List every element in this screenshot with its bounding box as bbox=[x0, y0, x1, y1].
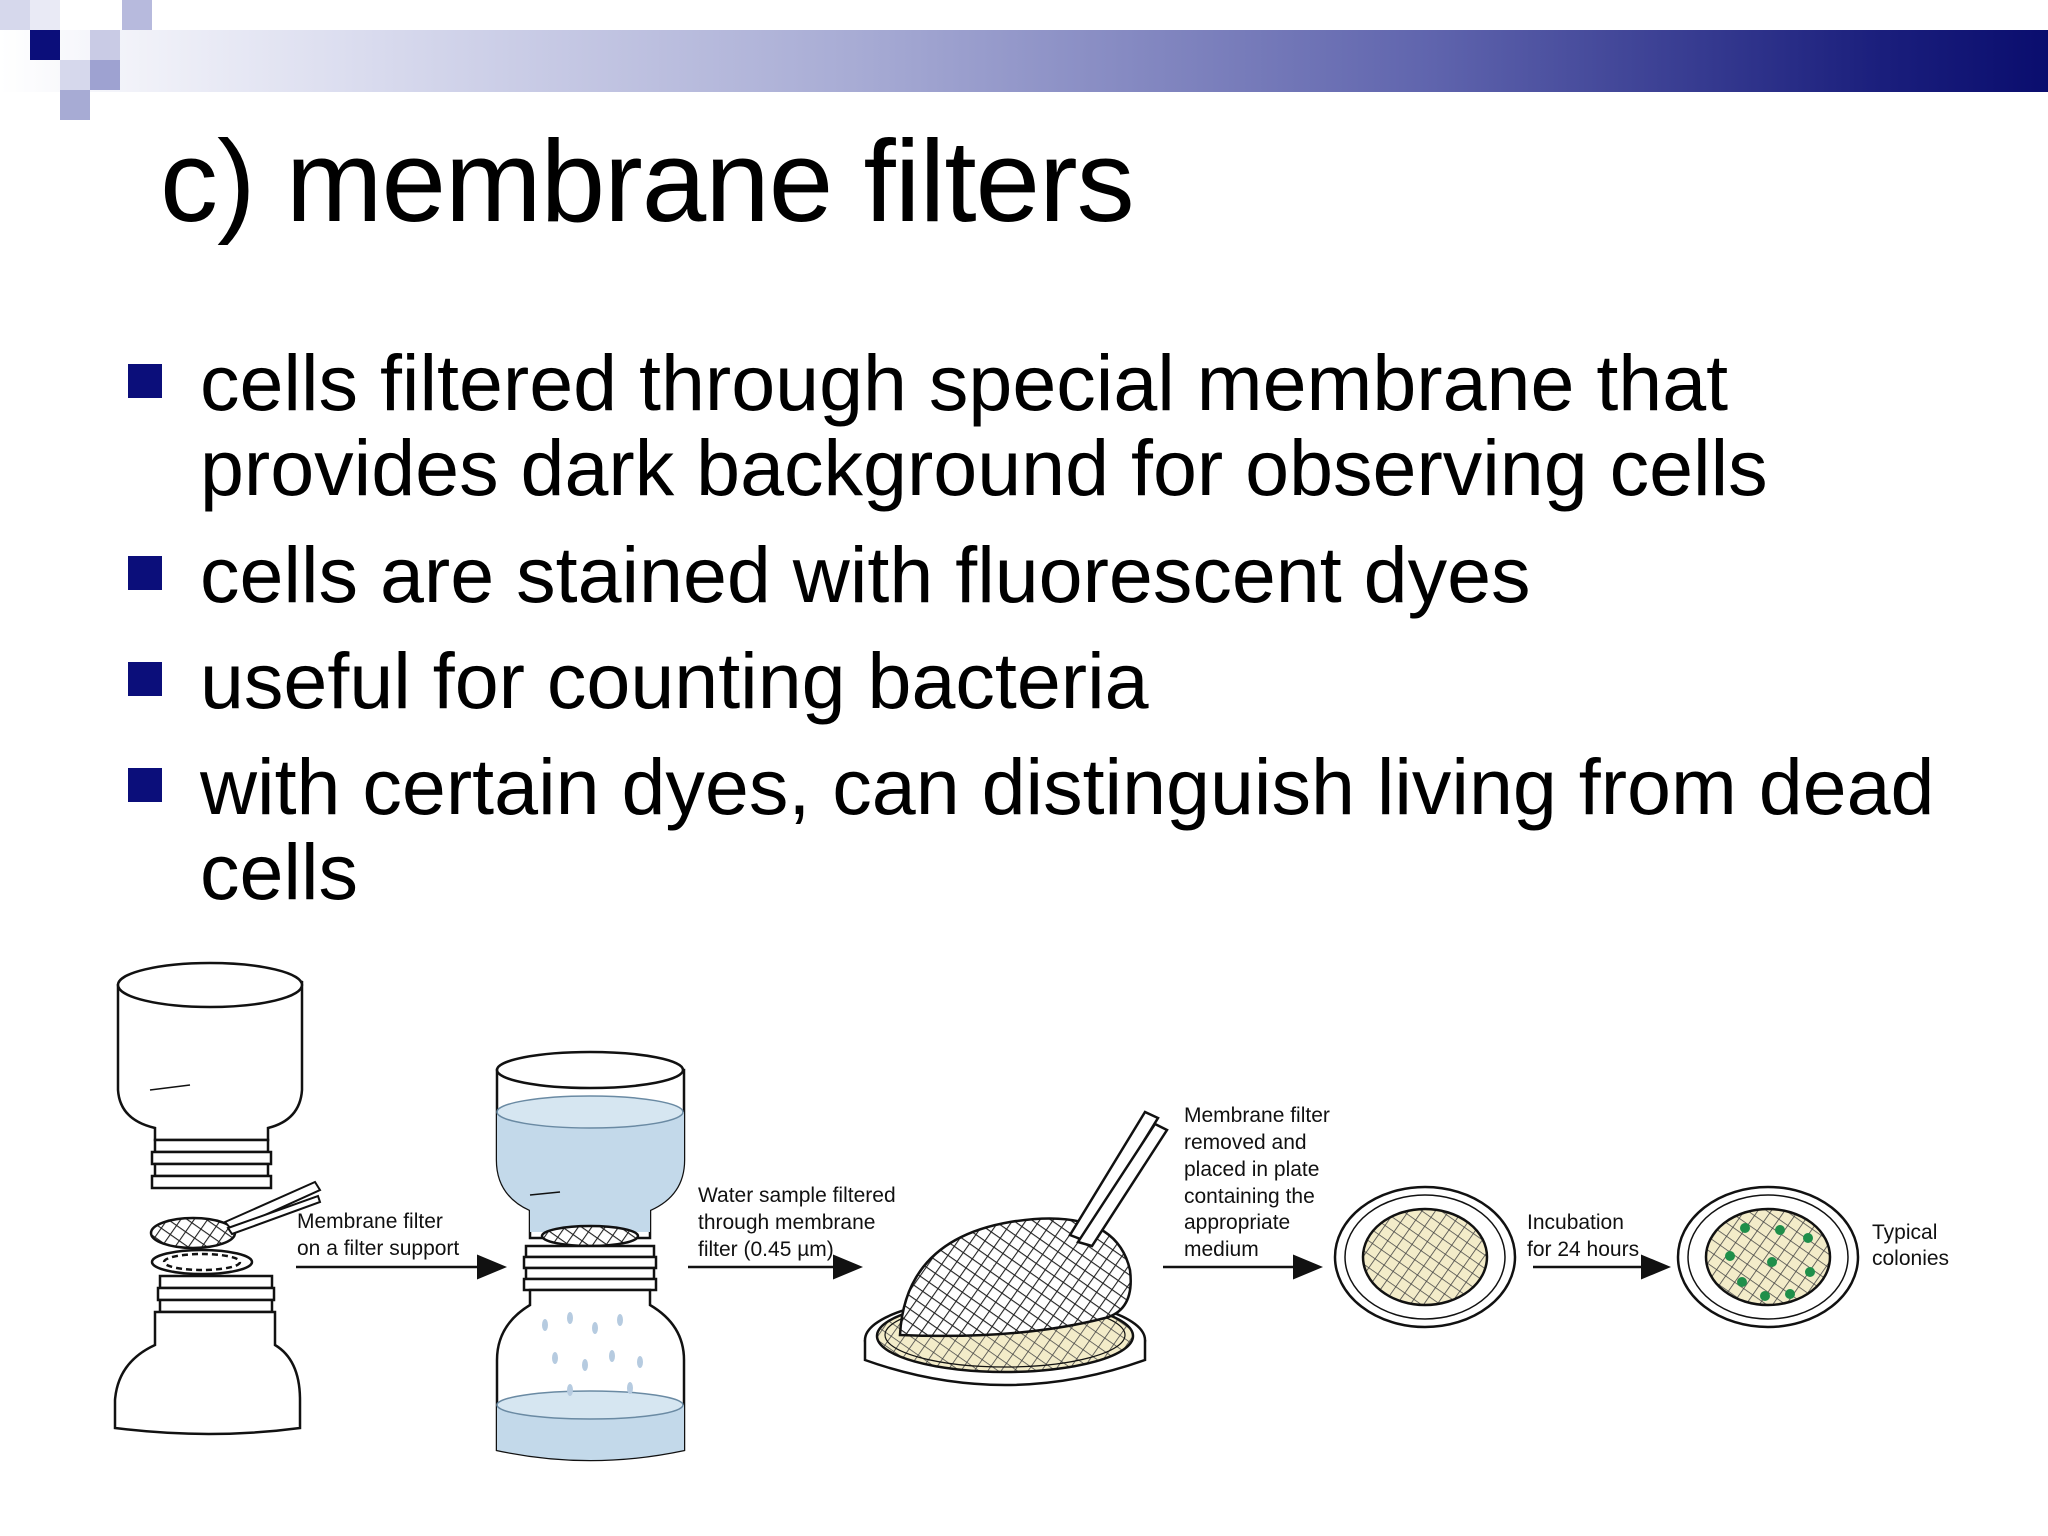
decor-square bbox=[90, 60, 120, 90]
decor-square bbox=[0, 0, 30, 30]
bacterial-colonies bbox=[1725, 1223, 1815, 1301]
decor-square bbox=[30, 0, 60, 30]
bullet-marker bbox=[128, 768, 162, 802]
decor-square bbox=[30, 30, 60, 60]
decor-square bbox=[122, 0, 152, 30]
decor-square bbox=[60, 90, 90, 120]
step5-label: Typical colonies bbox=[1872, 1221, 1949, 1270]
decor-square bbox=[60, 60, 90, 90]
assembled-filter-apparatus bbox=[495, 1050, 686, 1462]
bullet-marker bbox=[128, 364, 162, 398]
step1-label: Membrane filter on a filter support bbox=[297, 1210, 459, 1260]
bullet-text: cells filtered through special membrane … bbox=[200, 338, 1768, 512]
bullet-marker bbox=[128, 556, 162, 590]
procedure-diagram: Membrane filter on a filter support Wate… bbox=[113, 961, 1949, 1462]
step4-label: Incubation for 24 hours bbox=[1527, 1211, 1639, 1261]
water-droplets bbox=[542, 1312, 643, 1396]
membrane-filter-disc bbox=[149, 1180, 322, 1250]
colony-plate bbox=[1676, 1185, 1860, 1329]
title-bar-gradient bbox=[0, 30, 2048, 92]
membrane-filter-figure: Membrane filter on a filter support Wate… bbox=[0, 940, 2048, 1500]
petri-dish-with-filter bbox=[863, 1110, 1169, 1387]
step3-label: Membrane filter removed and placed in pl… bbox=[1184, 1104, 1336, 1261]
bullet-text: cells are stained with fluorescent dyes bbox=[200, 530, 1531, 619]
filter-support-base bbox=[113, 1248, 302, 1436]
bullet-marker bbox=[128, 662, 162, 696]
slide-title: c) membrane filters bbox=[160, 116, 1135, 246]
bullet-text: useful for counting bacteria bbox=[200, 636, 1149, 725]
filter-funnel-top bbox=[116, 961, 304, 1190]
step2-label: Water sample filtered through membrane f… bbox=[698, 1184, 901, 1261]
incubated-plate bbox=[1333, 1185, 1517, 1329]
decor-square bbox=[90, 30, 120, 60]
bullet-text: with certain dyes, can distinguish livin… bbox=[200, 742, 1935, 916]
